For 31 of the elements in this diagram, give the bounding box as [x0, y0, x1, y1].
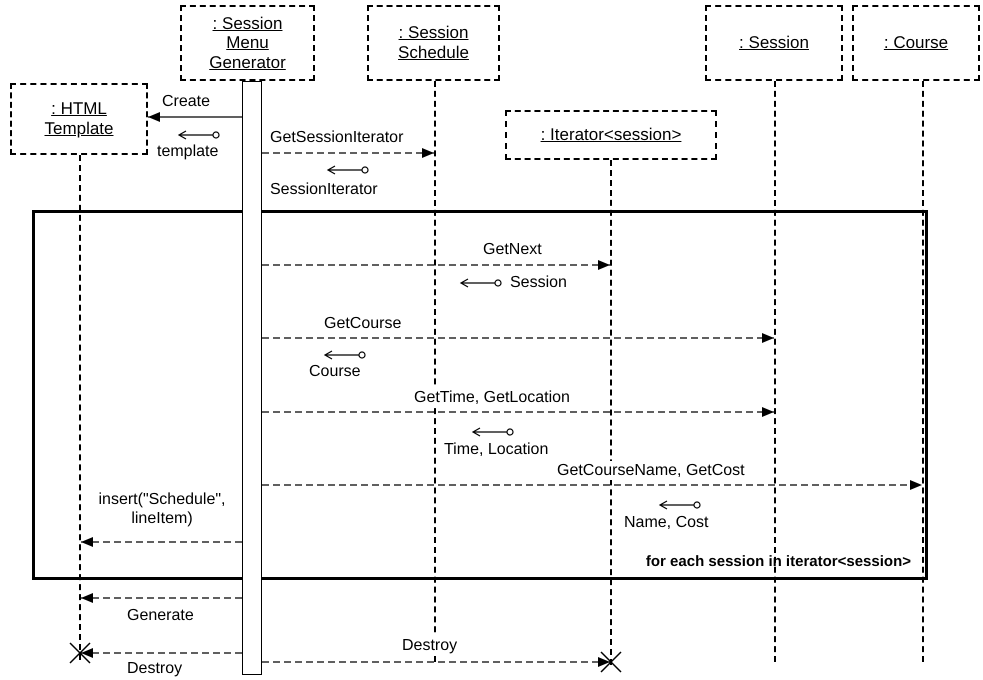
message-arrow: [262, 260, 610, 270]
object-name: : Session: [739, 33, 809, 53]
object-name: : Course: [884, 33, 948, 53]
edge-label: Destroy: [125, 659, 184, 678]
object-box: [852, 5, 980, 81]
message-arrow: [262, 657, 610, 667]
message-arrow: [81, 648, 242, 658]
message-arrow: [81, 593, 242, 603]
object-box: [180, 5, 315, 81]
message-arrow: [262, 148, 434, 158]
message-arrow: [148, 112, 242, 122]
object-name: : HTML Template: [44, 99, 114, 139]
lifeline: [774, 81, 776, 662]
object-box: [505, 110, 717, 160]
object-name: : Session Schedule: [397, 23, 470, 63]
edge-label: GetCourseName, GetCost: [555, 461, 747, 480]
message-arrow: [262, 333, 774, 343]
edge-label: Destroy: [400, 636, 460, 656]
object-name: : Session Menu Generator: [208, 14, 287, 72]
lifeline: [922, 81, 924, 662]
message-arrow: [262, 407, 774, 417]
object-box: [705, 5, 843, 81]
object-box: [10, 83, 148, 155]
lifeline: [79, 155, 81, 660]
edge-label: GetTime, GetLocation: [412, 388, 572, 408]
return-value-label: template: [155, 142, 220, 162]
activation-bar: [242, 81, 262, 675]
object-name: : Iterator<session>: [540, 125, 682, 145]
message-arrow: [81, 537, 242, 547]
object-box: [367, 5, 500, 81]
message-arrow: [262, 480, 922, 490]
